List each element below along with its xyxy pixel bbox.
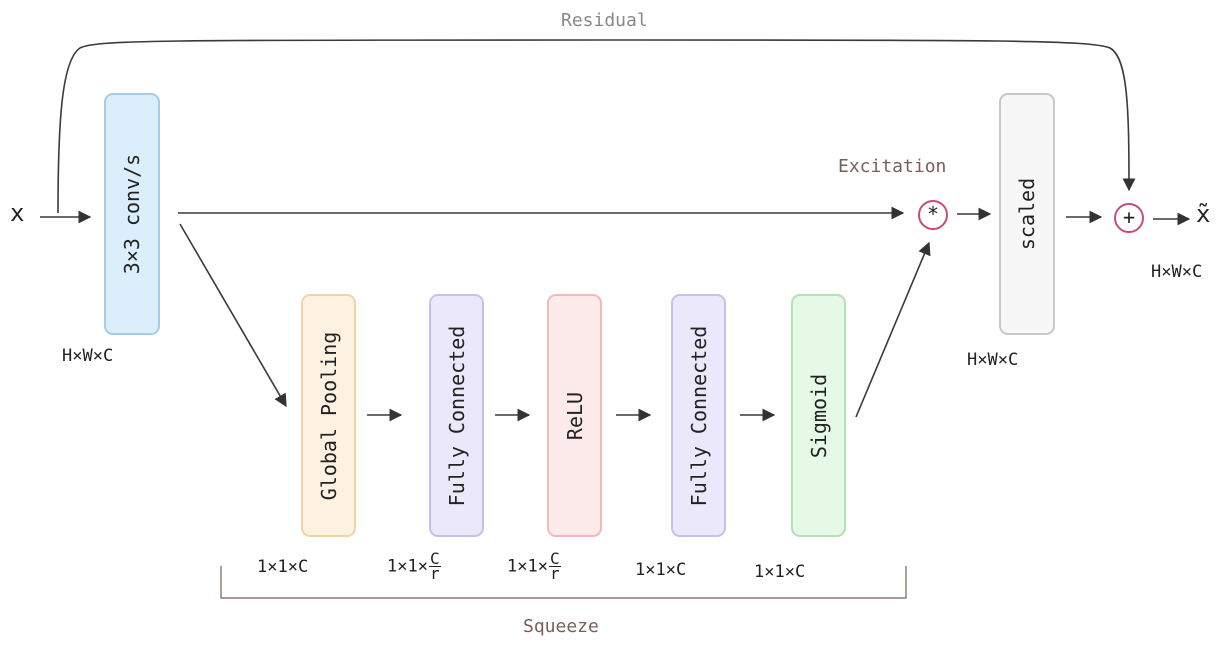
input-x-label: x bbox=[10, 199, 25, 227]
conv-block-label: 3×3 conv/s bbox=[120, 153, 144, 275]
residual-label: Residual bbox=[561, 10, 648, 31]
scaled-label: scaled bbox=[1015, 177, 1039, 251]
squeeze-bracket bbox=[220, 566, 907, 599]
fc1-frac-num: C bbox=[428, 549, 441, 568]
fc1-dim-prefix: 1×1× bbox=[387, 556, 428, 577]
arrow-conv-to-pooling bbox=[179, 223, 287, 408]
fc2-dim-label: 1×1×C bbox=[635, 560, 687, 580]
sigmoid-dim-label: 1×1×C bbox=[754, 562, 806, 582]
fully-connected-1-label: Fully Connected bbox=[444, 325, 469, 506]
squeeze-label: Squeeze bbox=[523, 616, 599, 637]
residual-connection bbox=[57, 39, 1136, 214]
relu-label: ReLU bbox=[562, 391, 587, 440]
excitation-label: Excitation bbox=[838, 156, 947, 177]
multiply-operator: * bbox=[918, 200, 948, 230]
fc1-frac-den: r bbox=[429, 564, 440, 583]
arrow-sigmoid-to-multiply bbox=[855, 241, 931, 418]
fully-connected-1-block: Fully Connected bbox=[429, 294, 484, 537]
conv-dim-label: H×W×C bbox=[62, 346, 114, 366]
relu-frac-num: C bbox=[548, 549, 561, 568]
global-pooling-block: Global Pooling bbox=[301, 294, 356, 537]
scaled-dim-label: H×W×C bbox=[967, 350, 1019, 370]
sigmoid-label: Sigmoid bbox=[806, 373, 831, 458]
add-operator: + bbox=[1114, 203, 1144, 233]
fully-connected-2-label: Fully Connected bbox=[686, 325, 711, 506]
output-dim-label: H×W×C bbox=[1151, 262, 1203, 282]
global-pooling-label: Global Pooling bbox=[316, 331, 341, 500]
relu-dim-prefix: 1×1× bbox=[507, 556, 548, 577]
conv-block: 3×3 conv/s bbox=[104, 93, 160, 335]
relu-frac-den: r bbox=[549, 564, 560, 583]
pooling-dim-label: 1×1×C bbox=[257, 557, 309, 577]
scaled-block: scaled bbox=[999, 93, 1055, 335]
relu-block: ReLU bbox=[547, 294, 602, 537]
fully-connected-2-block: Fully Connected bbox=[671, 294, 726, 537]
sigmoid-block: Sigmoid bbox=[791, 294, 846, 537]
output-x-tilde-label: x̃ bbox=[1196, 200, 1211, 228]
